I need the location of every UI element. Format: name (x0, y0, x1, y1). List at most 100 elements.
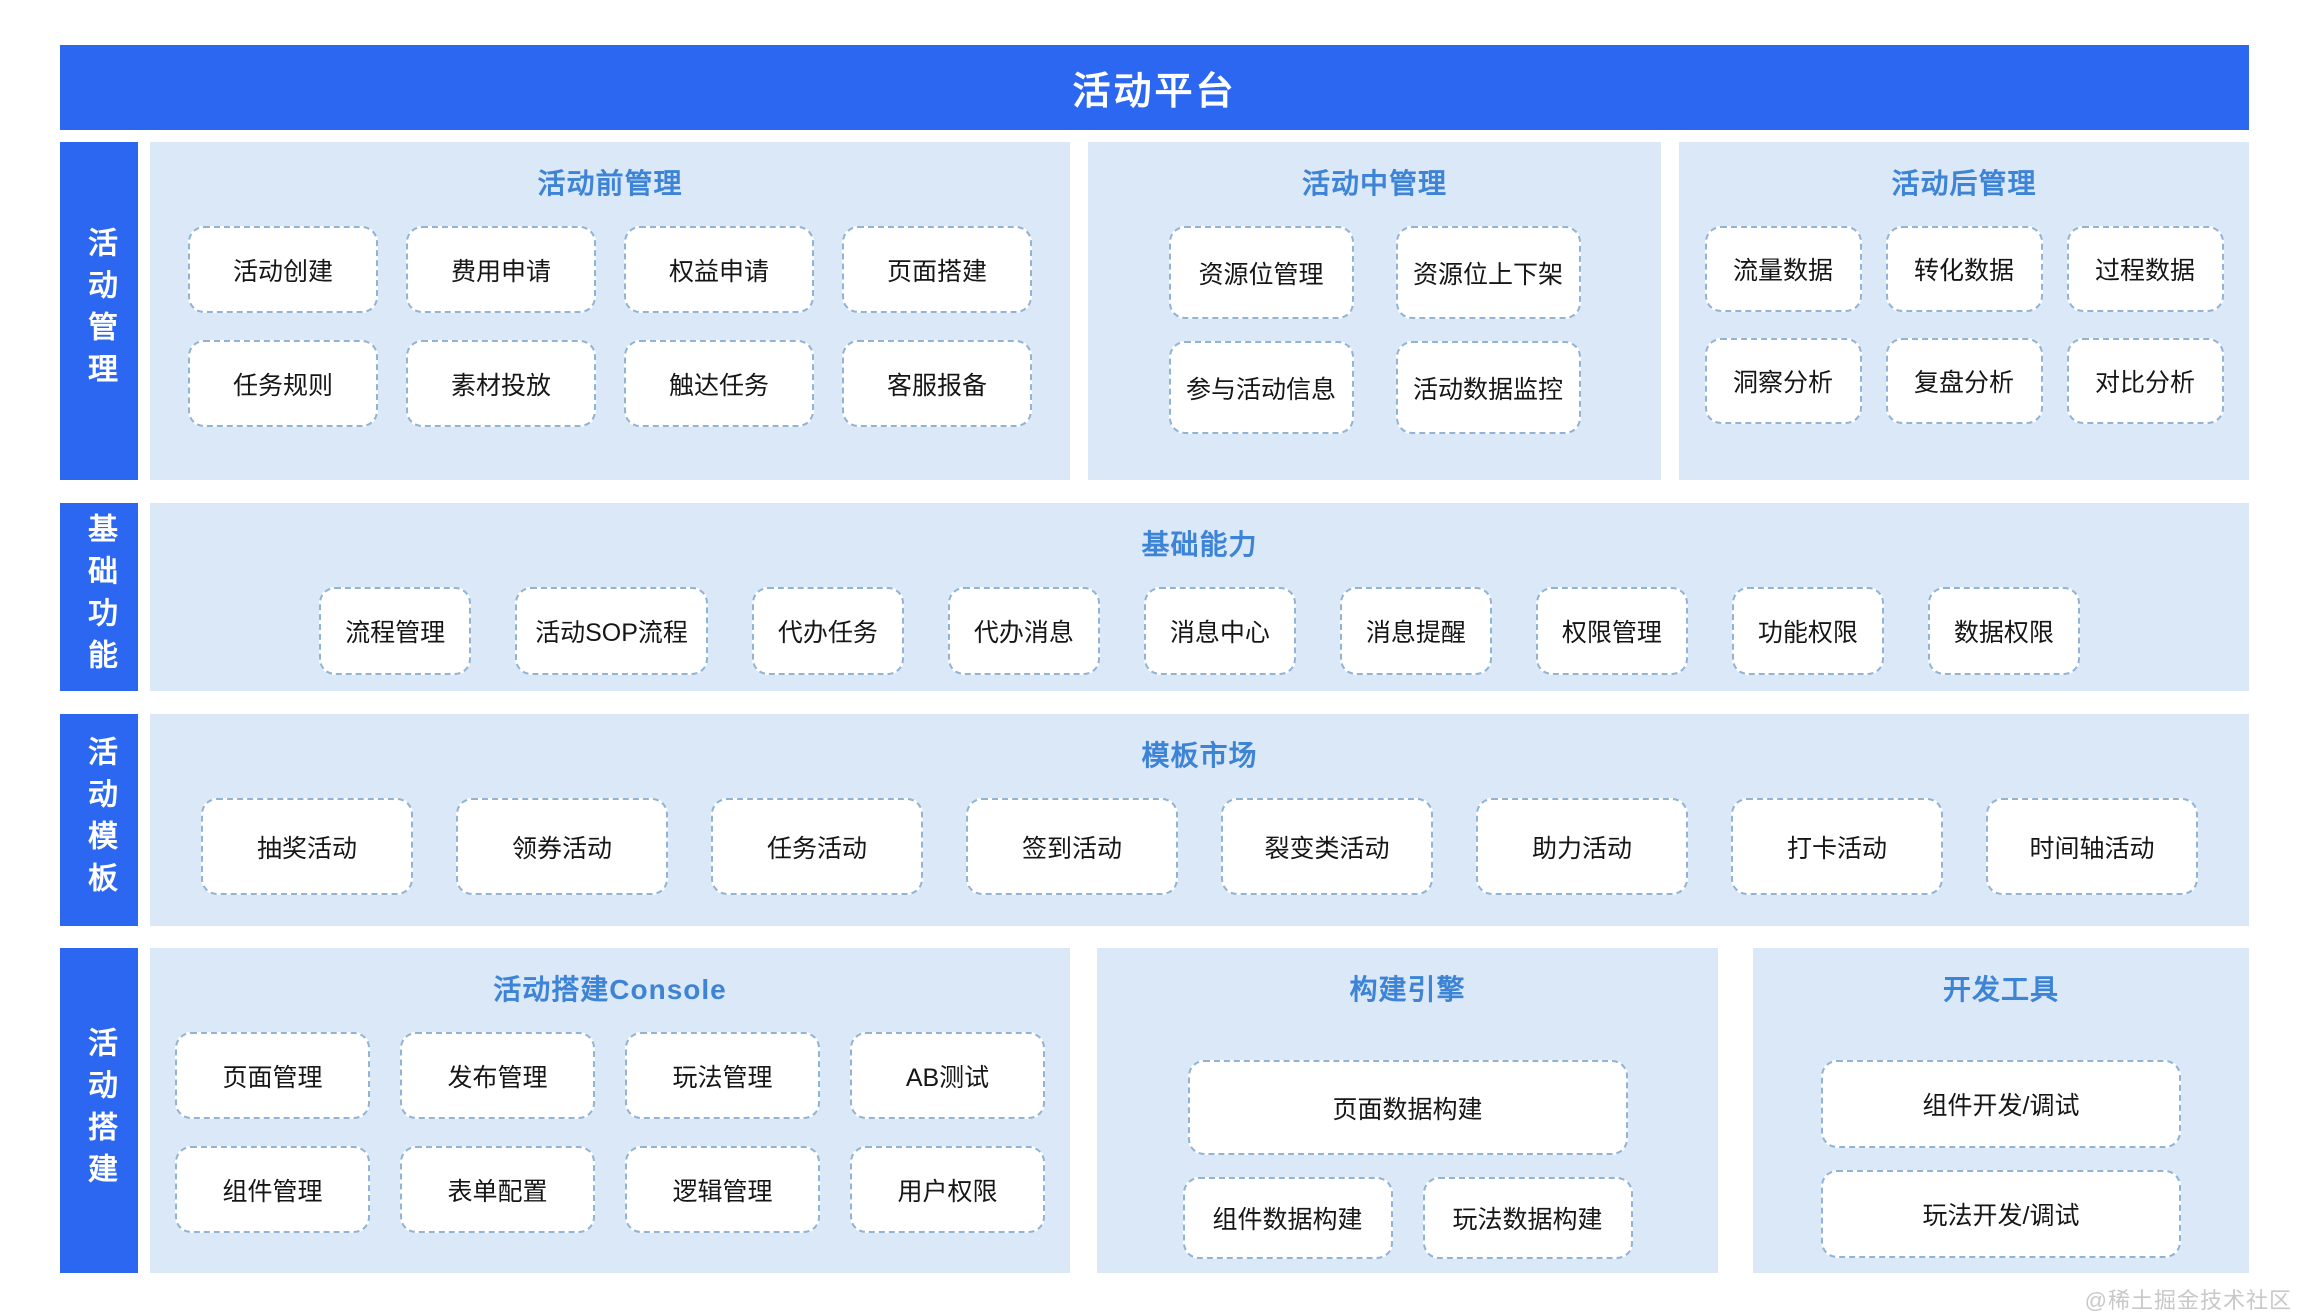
feature-box: 流量数据 (1704, 226, 1862, 312)
box-row: 流量数据转化数据过程数据 (1704, 226, 2224, 312)
box-row: 洞察分析复盘分析对比分析 (1704, 338, 2224, 424)
box-grid: 流量数据转化数据过程数据洞察分析复盘分析对比分析 (1704, 226, 2224, 424)
feature-box: 助力活动 (1476, 798, 1688, 895)
feature-box: 功能权限 (1731, 587, 1884, 675)
panel-header: 活动后管理 (1891, 168, 2037, 199)
feature-box: 洞察分析 (1704, 338, 1862, 424)
feature-box: 消息中心 (1143, 587, 1296, 675)
platform-title: 活动平台 (1072, 71, 1237, 113)
feature-box: 活动SOP流程 (515, 587, 708, 675)
box-row: 流程管理活动SOP流程代办任务代办消息消息中心消息提醒权限管理功能权限数据权限 (319, 587, 2080, 675)
feature-box: 打卡活动 (1731, 798, 1943, 895)
tab-label: 活动搭建 (83, 1026, 116, 1195)
feature-box: 费用申请 (406, 226, 596, 313)
panel-building-console: 活动搭建Console 页面管理发布管理玩法管理 AB测试组件管理表单配置逻辑管理… (150, 948, 1070, 1273)
feature-box: 触达任务 (624, 340, 814, 427)
feature-box: 发布管理 (400, 1032, 595, 1119)
box-row: 参与活动信息活动数据监控 (1168, 341, 1581, 434)
box-grid: 组件开发/调试玩法开发/调试 (1821, 1060, 2181, 1258)
row-activity-templates: 活动模板 模板市场 抽奖活动领券活动任务活动签到活动裂变类活动助力活动打卡活动时… (60, 714, 2249, 926)
feature-box: 客服报备 (842, 340, 1032, 427)
tab-activity-building: 活动搭建 (60, 948, 138, 1273)
feature-box: 裂变类活动 (1221, 798, 1433, 895)
box-row: 玩法开发/调试 (1821, 1170, 2181, 1258)
feature-box: 对比分析 (2066, 338, 2224, 424)
feature-box: 资源位上下架 (1395, 226, 1581, 319)
box-grid: 页面数据构建组件数据构建玩法数据构建 (1182, 1060, 1633, 1259)
row-activity-building: 活动搭建 活动搭建Console 页面管理发布管理玩法管理 AB测试组件管理表单配… (60, 948, 2249, 1273)
feature-box: 页面数据构建 (1187, 1060, 1628, 1155)
feature-box: 转化数据 (1885, 226, 2043, 312)
feature-box: 活动创建 (188, 226, 378, 313)
panel-build-engine: 构建引擎 页面数据构建组件数据构建玩法数据构建 (1097, 948, 1718, 1273)
feature-box: 数据权限 (1927, 587, 2080, 675)
box-row: 任务规则素材投放触达任务客服报备 (188, 340, 1032, 427)
box-row: 页面数据构建 (1187, 1060, 1628, 1155)
tab-activity-templates: 活动模板 (60, 714, 138, 926)
tab-label: 活动管理 (83, 227, 116, 395)
panel-template-market: 模板市场 抽奖活动领券活动任务活动签到活动裂变类活动助力活动打卡活动时间轴活动 (150, 714, 2249, 926)
panel-header: 活动搭建Console (493, 974, 727, 1005)
feature-box: 活动数据监控 (1395, 341, 1581, 434)
feature-box: 签到活动 (966, 798, 1178, 895)
panel-during-activity: 活动中管理 资源位管理资源位上下架参与活动信息活动数据监控 (1088, 142, 1661, 480)
panel-post-activity: 活动后管理 流量数据转化数据过程数据洞察分析复盘分析对比分析 (1679, 142, 2249, 480)
feature-box: 时间轴活动 (1986, 798, 2198, 895)
feature-box: 任务规则 (188, 340, 378, 427)
panel-basic-capability: 基础能力 流程管理活动SOP流程代办任务代办消息消息中心消息提醒权限管理功能权限… (150, 503, 2249, 691)
feature-box: 抽奖活动 (201, 798, 413, 895)
feature-box: 权益申请 (624, 226, 814, 313)
feature-box: 消息提醒 (1339, 587, 1492, 675)
panel-header: 活动前管理 (537, 168, 683, 199)
feature-box: AB测试 (850, 1032, 1045, 1119)
feature-box: 权限管理 (1535, 587, 1688, 675)
box-grid: 活动创建费用申请权益申请页面搭建任务规则素材投放触达任务客服报备 (188, 226, 1032, 427)
feature-box: 复盘分析 (1885, 338, 2043, 424)
feature-box: 组件数据构建 (1182, 1177, 1393, 1259)
box-row: 组件数据构建玩法数据构建 (1182, 1177, 1633, 1259)
feature-box: 参与活动信息 (1168, 341, 1354, 434)
feature-box: 领券活动 (456, 798, 668, 895)
feature-box: 代办任务 (751, 587, 904, 675)
feature-box: 组件管理 (175, 1146, 370, 1233)
feature-box: 素材投放 (406, 340, 596, 427)
feature-box: 玩法开发/调试 (1821, 1170, 2181, 1258)
feature-box: 玩法管理 (625, 1032, 820, 1119)
panel-header: 构建引擎 (1349, 974, 1466, 1005)
tab-label: 基础功能 (83, 513, 116, 681)
panel-dev-tools: 开发工具 组件开发/调试玩法开发/调试 (1753, 948, 2249, 1273)
panel-header: 模板市场 (1141, 740, 1258, 771)
feature-box: 代办消息 (947, 587, 1100, 675)
box-row: 抽奖活动领券活动任务活动签到活动裂变类活动助力活动打卡活动时间轴活动 (201, 798, 2198, 895)
feature-box: 玩法数据构建 (1422, 1177, 1633, 1259)
row-basic-functions: 基础功能 基础能力 流程管理活动SOP流程代办任务代办消息消息中心消息提醒权限管… (60, 503, 2249, 691)
tab-activity-management: 活动管理 (60, 142, 138, 480)
platform-banner: 活动平台 (60, 45, 2249, 130)
feature-box: 逻辑管理 (625, 1146, 820, 1233)
feature-box: 流程管理 (319, 587, 472, 675)
feature-box: 资源位管理 (1168, 226, 1354, 319)
box-row: 组件开发/调试 (1821, 1060, 2181, 1148)
feature-box: 过程数据 (2066, 226, 2224, 312)
feature-box: 表单配置 (400, 1146, 595, 1233)
box-row: 页面管理发布管理玩法管理 AB测试 (175, 1032, 1045, 1119)
box-grid: 流程管理活动SOP流程代办任务代办消息消息中心消息提醒权限管理功能权限数据权限 (319, 587, 2080, 675)
box-row: 组件管理表单配置逻辑管理用户权限 (175, 1146, 1045, 1233)
feature-box: 任务活动 (711, 798, 923, 895)
tab-label: 活动模板 (83, 736, 116, 904)
feature-box: 组件开发/调试 (1821, 1060, 2181, 1148)
feature-box: 用户权限 (850, 1146, 1045, 1233)
row-activity-management: 活动管理 活动前管理 活动创建费用申请权益申请页面搭建任务规则素材投放触达任务客… (60, 142, 2249, 480)
panel-header: 活动中管理 (1301, 168, 1447, 199)
box-grid: 资源位管理资源位上下架参与活动信息活动数据监控 (1168, 226, 1581, 434)
feature-box: 页面管理 (175, 1032, 370, 1119)
panel-pre-activity: 活动前管理 活动创建费用申请权益申请页面搭建任务规则素材投放触达任务客服报备 (150, 142, 1070, 480)
feature-box: 页面搭建 (842, 226, 1032, 313)
box-grid: 页面管理发布管理玩法管理 AB测试组件管理表单配置逻辑管理用户权限 (175, 1032, 1045, 1233)
panel-header: 基础能力 (1141, 529, 1258, 560)
watermark: @稀土掘金技术社区 (2084, 1288, 2292, 1313)
tab-basic-functions: 基础功能 (60, 503, 138, 691)
box-row: 资源位管理资源位上下架 (1168, 226, 1581, 319)
box-grid: 抽奖活动领券活动任务活动签到活动裂变类活动助力活动打卡活动时间轴活动 (201, 798, 2198, 895)
